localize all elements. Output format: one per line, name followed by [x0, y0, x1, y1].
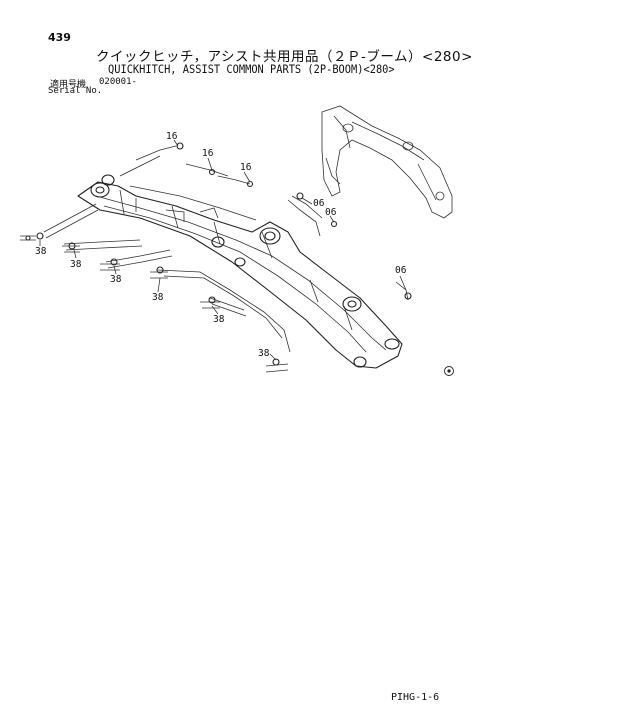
callout-06-b: 06 — [325, 207, 337, 218]
callout-38-d: 38 — [152, 292, 164, 303]
callout-16-b: 16 — [202, 148, 214, 159]
callout-06-c: 06 — [395, 265, 407, 276]
serial-label-english: Serial No. — [48, 86, 103, 96]
clamp-fittings — [20, 142, 412, 373]
callout-38-c: 38 — [110, 274, 122, 285]
arm-assembly — [321, 105, 453, 219]
leader-lines — [39, 139, 407, 361]
figure-code: PIHG-1-6 — [391, 692, 440, 703]
registration-mark-icon — [444, 366, 454, 376]
callout-16-a: 16 — [166, 131, 178, 142]
page-number: 439 — [48, 31, 71, 44]
serial-label-japanese: 適用号機 — [50, 80, 87, 90]
callout-38-f: 38 — [258, 348, 270, 359]
callout-38-a: 38 — [35, 246, 47, 257]
callout-16-c: 16 — [240, 162, 252, 173]
page-title-english: QUICKHITCH, ASSIST COMMON PARTS (2P-BOOM… — [108, 62, 395, 76]
hydraulic-lines — [43, 145, 409, 353]
callout-38-e: 38 — [213, 314, 225, 325]
page-title-japanese: クイックヒッチ，アシスト共用用品（２Ｐ-ブーム）<280> — [96, 49, 473, 65]
serial-number-value: 020001- — [99, 77, 137, 87]
boom-assembly — [77, 174, 403, 369]
callout-38-b: 38 — [70, 259, 82, 270]
callout-06-a: 06 — [313, 198, 325, 209]
